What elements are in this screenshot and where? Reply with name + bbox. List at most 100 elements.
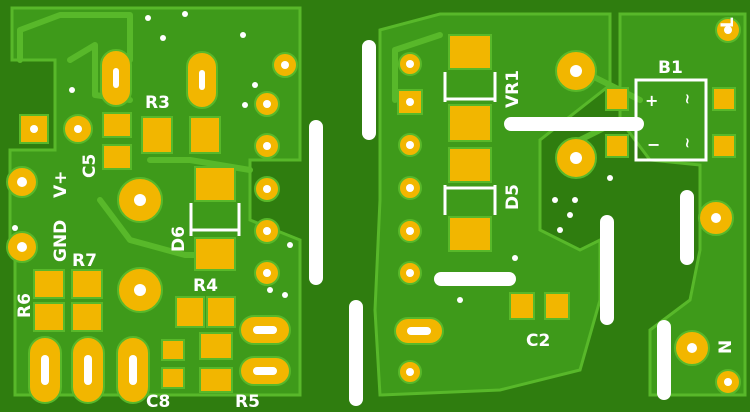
drill-hole <box>17 177 27 187</box>
pad-r3-2 <box>189 116 221 154</box>
label-b1: B1 <box>658 58 683 78</box>
pad-r5-1 <box>199 332 233 360</box>
isolation-slots <box>309 40 694 406</box>
drill-hole <box>687 343 697 353</box>
pad-b1-minus <box>605 134 629 158</box>
label-bridge-minus: − <box>647 135 660 154</box>
drill-hole <box>129 355 137 385</box>
slot-right-upper <box>680 190 694 265</box>
label-r4: R4 <box>193 276 218 296</box>
pads <box>6 17 741 404</box>
pad-c8-2 <box>161 367 185 389</box>
pad-b1-plus <box>605 87 629 111</box>
d5-outline <box>443 185 497 215</box>
drill-hole <box>253 367 277 375</box>
pad-c5-2 <box>102 144 132 170</box>
drill-hole <box>199 70 205 90</box>
via <box>145 15 151 21</box>
via <box>607 175 613 181</box>
silkscreen-labels: R3 C5 V+ GND R7 R6 D6 R4 C8 R5 VR1 D5 C2… <box>15 17 738 412</box>
pad-c2-1 <box>509 292 535 320</box>
via <box>160 35 166 41</box>
label-bridge-plus: + <box>645 91 658 110</box>
pad-r3-1 <box>141 116 173 154</box>
drill-hole <box>74 125 82 133</box>
pad-r5-2 <box>199 367 233 393</box>
drill-hole <box>406 269 414 277</box>
slot-right-middle <box>600 215 614 325</box>
slot-left-lower <box>349 300 363 406</box>
drill-holes <box>17 26 732 386</box>
label-r3: R3 <box>145 93 170 113</box>
pad-b1-ac-1 <box>712 87 736 111</box>
slot-left-upper <box>309 120 323 285</box>
pad-r6-2 <box>33 302 65 332</box>
d6-outline <box>189 203 241 236</box>
label-r5: R5 <box>235 392 260 412</box>
via <box>557 227 563 233</box>
drill-hole <box>406 184 414 192</box>
via <box>240 32 246 38</box>
via <box>242 102 248 108</box>
drill-hole <box>406 98 414 106</box>
pad-vr1-2 <box>448 104 492 142</box>
pad-c8-1 <box>161 339 185 361</box>
label-vr1: VR1 <box>503 70 523 108</box>
label-v-plus: V+ <box>51 171 71 198</box>
label-c8: C8 <box>146 392 170 412</box>
label-c5: C5 <box>80 154 100 178</box>
via <box>457 297 463 303</box>
pad-r7-1 <box>71 269 103 299</box>
drill-hole <box>17 242 27 252</box>
label-c2: C2 <box>526 331 550 351</box>
via <box>567 212 573 218</box>
drill-hole <box>30 125 38 133</box>
slot-top-middle <box>362 40 376 140</box>
trace-vr1-in <box>392 32 443 103</box>
pad-r4-1 <box>175 296 205 328</box>
drill-hole <box>134 284 146 296</box>
via <box>512 255 518 261</box>
via <box>69 87 75 93</box>
pad-square-conn <box>19 114 49 144</box>
vr1-outline <box>443 72 497 102</box>
drill-hole <box>406 368 414 376</box>
via <box>12 225 18 231</box>
pad-d5-1 <box>448 147 492 183</box>
label-bridge-ac-2: ~ <box>679 137 695 149</box>
via <box>282 292 288 298</box>
drill-hole <box>263 185 271 193</box>
pad-vr1-1 <box>448 34 492 70</box>
via <box>252 82 258 88</box>
drill-hole <box>406 141 414 149</box>
drill-hole <box>724 378 732 386</box>
label-gnd: GND <box>51 220 71 262</box>
via <box>572 197 578 203</box>
pad-r7-2 <box>71 302 103 332</box>
drill-hole <box>407 327 431 335</box>
label-r7: R7 <box>72 251 97 271</box>
drill-hole <box>253 326 277 334</box>
pad-c2-2 <box>544 292 570 320</box>
via <box>287 242 293 248</box>
label-d6: D6 <box>169 226 189 252</box>
b1-outline <box>634 78 708 162</box>
drill-hole <box>84 355 92 385</box>
drill-hole <box>406 60 414 68</box>
drill-hole <box>263 227 271 235</box>
trace-top-left <box>17 12 133 63</box>
drill-hole <box>724 26 732 34</box>
pad-d6-1 <box>194 166 236 202</box>
drill-hole <box>570 152 582 164</box>
slot-bridge <box>504 117 644 131</box>
pad-r6-1 <box>33 269 65 299</box>
label-bridge-ac-1: ~ <box>679 93 695 105</box>
drill-hole <box>406 227 414 235</box>
pad-r4-2 <box>206 296 236 328</box>
slot-right-lower <box>657 320 671 400</box>
label-r6: R6 <box>15 293 35 318</box>
drill-hole <box>134 194 146 206</box>
slot-horizontal-middle <box>434 272 516 286</box>
